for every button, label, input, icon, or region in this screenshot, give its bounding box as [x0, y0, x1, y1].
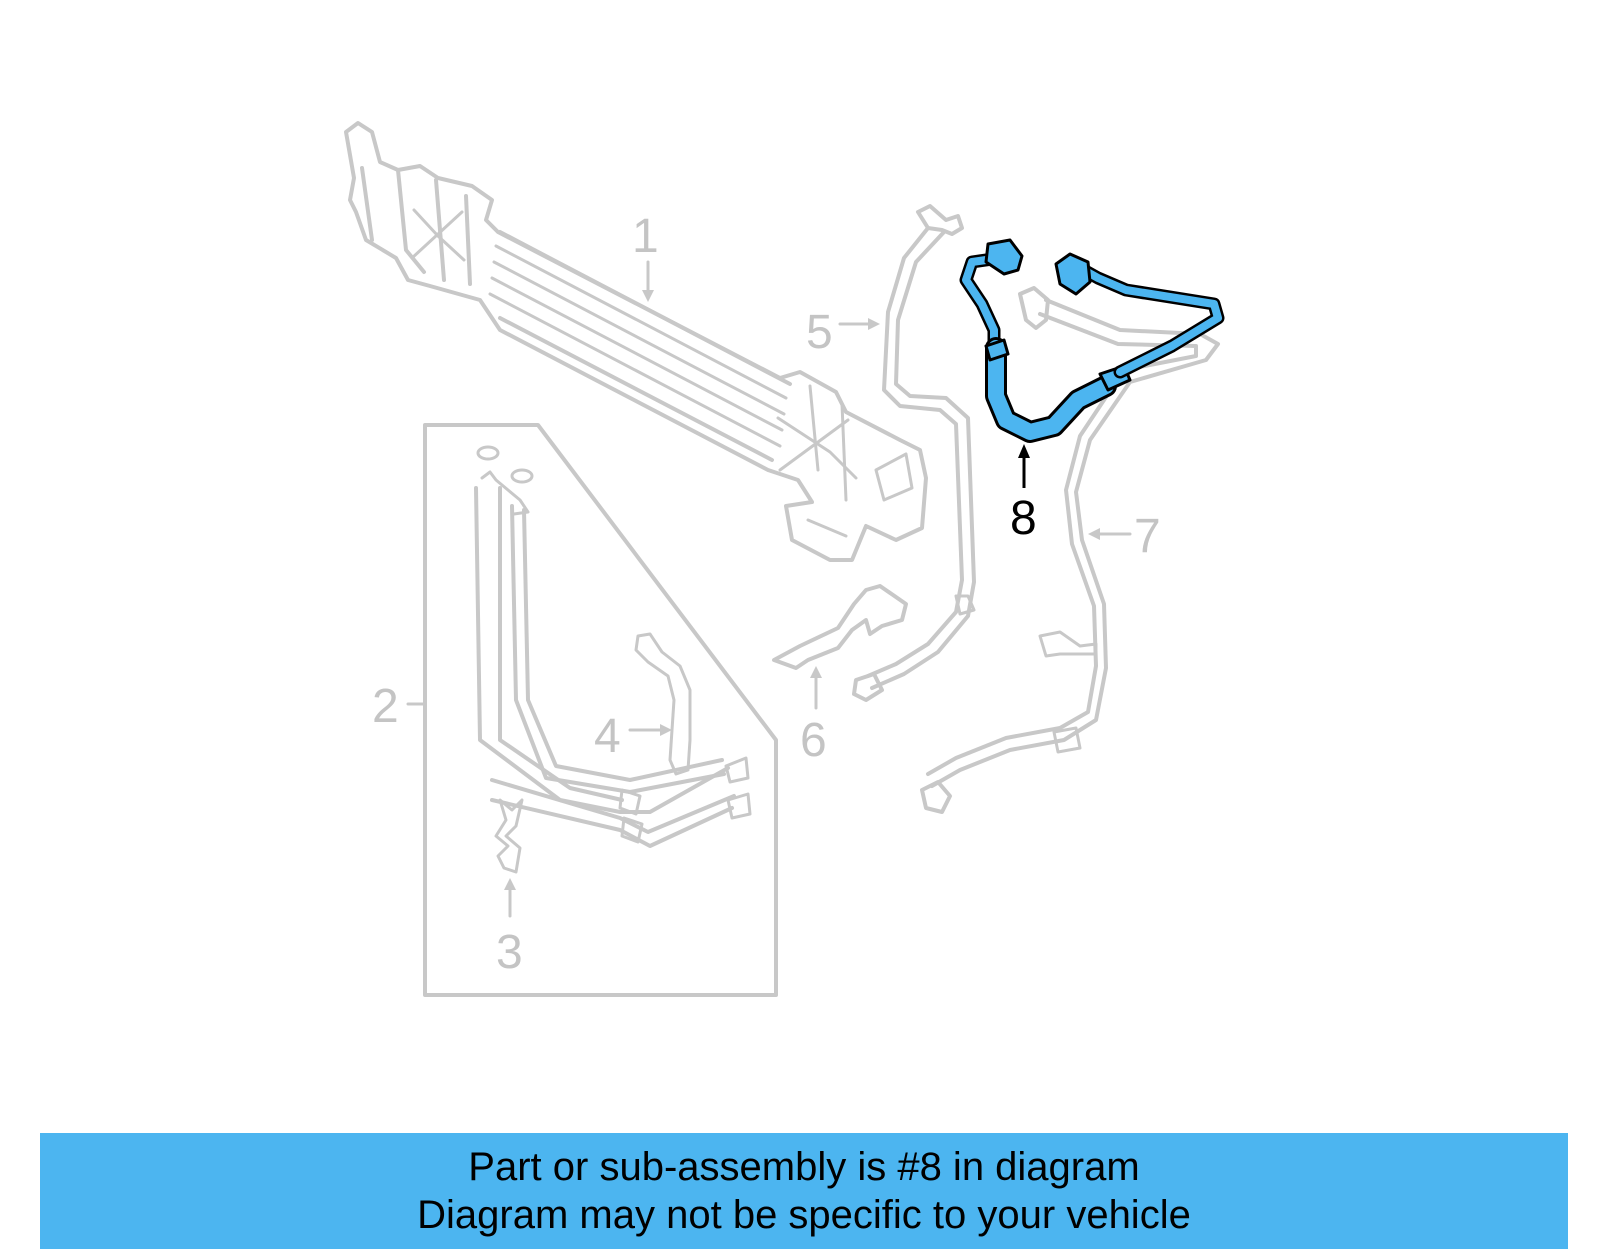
- svg-text:1: 1: [632, 210, 659, 263]
- part-4-bracket: [634, 632, 692, 776]
- info-banner: Part or sub-assembly is #8 in diagram Di…: [40, 1133, 1568, 1249]
- callout-2: 2: [372, 680, 426, 733]
- callout-6: 6: [800, 666, 827, 767]
- callout-7: 7: [1088, 510, 1161, 563]
- part-1-oil-cooler: [344, 121, 928, 562]
- svg-text:5: 5: [806, 306, 833, 359]
- part-5-tube: [852, 204, 976, 702]
- part-2-cooler-lines: [474, 445, 752, 848]
- svg-text:2: 2: [372, 680, 399, 733]
- inset-box: [423, 423, 778, 997]
- callout-5: 5: [806, 306, 880, 359]
- callout-3: 3: [496, 878, 523, 979]
- svg-text:6: 6: [800, 714, 827, 767]
- callout-1: 1: [632, 210, 659, 302]
- svg-text:7: 7: [1134, 510, 1161, 563]
- svg-text:4: 4: [594, 710, 621, 763]
- callout-8: 8: [1010, 444, 1037, 545]
- callout-4: 4: [594, 710, 672, 763]
- svg-text:8: 8: [1010, 492, 1037, 545]
- banner-line-1: Part or sub-assembly is #8 in diagram: [468, 1145, 1140, 1189]
- part-3-clip: [494, 798, 524, 874]
- part-6-bracket: [772, 584, 908, 670]
- part-7-tube: [920, 286, 1220, 814]
- part-8-hose-highlighted: [959, 238, 1225, 443]
- svg-text:3: 3: [496, 926, 523, 979]
- banner-line-2: Diagram may not be specific to your vehi…: [417, 1193, 1191, 1237]
